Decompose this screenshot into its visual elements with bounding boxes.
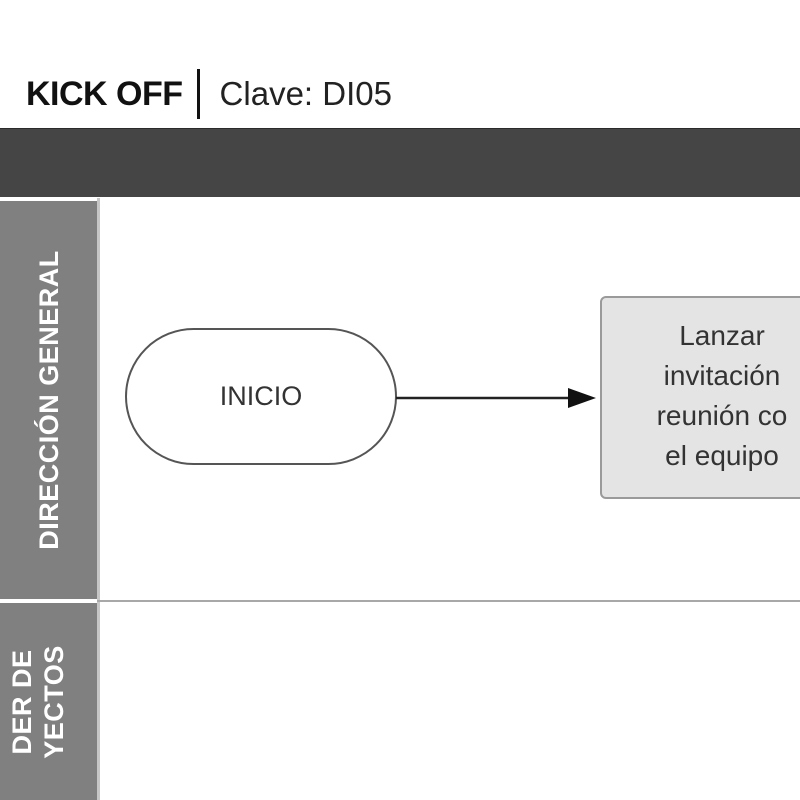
diagram-title-bar: KICK OFF Clave: DI05 <box>26 68 392 120</box>
start-node[interactable]: INICIO <box>125 328 397 465</box>
lane-label-proyectos: DER DE YECTOS <box>0 603 97 800</box>
swimlane-header-band <box>0 128 800 197</box>
lane-label-direccion-general: DIRECCIÓN GENERAL <box>0 201 97 599</box>
lane-label-text: DIRECCIÓN GENERAL <box>33 250 64 550</box>
diagram-title: KICK OFF <box>26 74 183 113</box>
diagram-code: Clave: DI05 <box>219 75 392 112</box>
process-node-label: Lanzar invitación reunión co el equipo <box>656 320 788 471</box>
lane-separator <box>97 600 800 602</box>
lane-body-border <box>97 198 100 800</box>
start-node-label: INICIO <box>219 381 303 411</box>
lane-label-text: DER DE YECTOS <box>7 644 69 759</box>
flow-arrow <box>396 388 596 408</box>
arrowhead-icon <box>568 388 596 408</box>
title-divider <box>196 69 200 119</box>
lane-label-gap <box>0 599 97 603</box>
process-node-lanzar-invitacion[interactable]: Lanzar invitación reunión co el equipo <box>600 296 800 499</box>
